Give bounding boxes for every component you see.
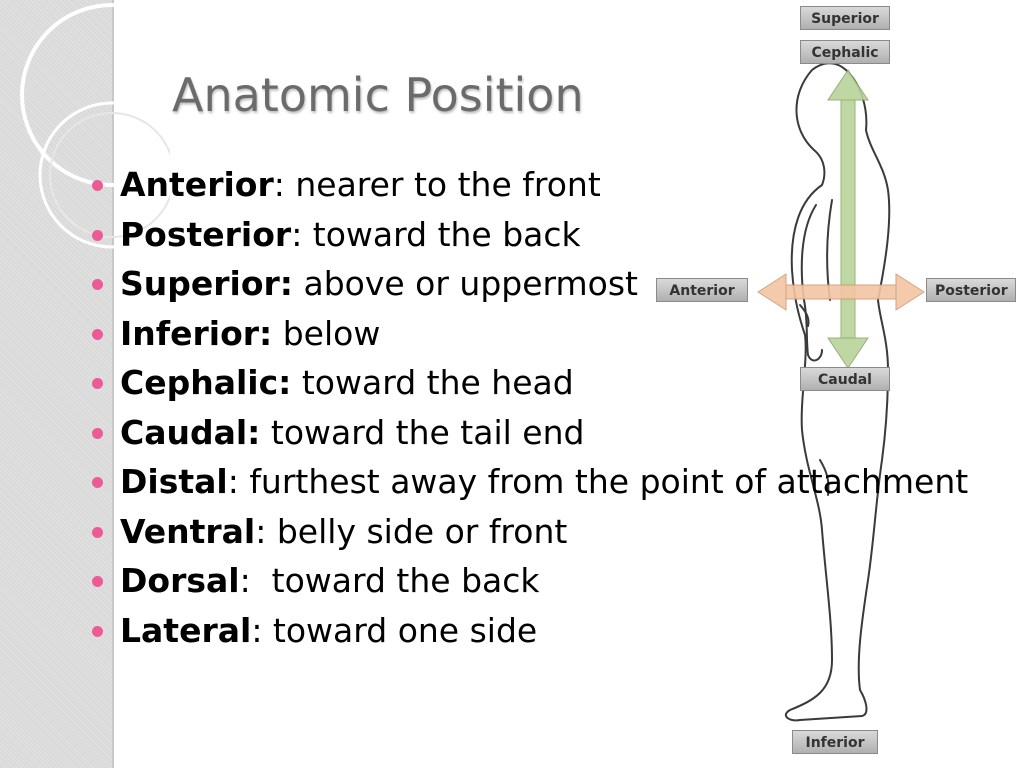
cephalic-label: Cephalic xyxy=(800,40,890,64)
slide-title: Anatomic Position xyxy=(172,68,584,122)
decorative-circles xyxy=(20,3,170,249)
bullet-dot-icon xyxy=(92,625,103,637)
bullet-dot-icon xyxy=(92,427,103,439)
definition-list: Anterior: nearer to the front Posterior:… xyxy=(92,160,968,655)
bullet-separator: : xyxy=(291,214,303,254)
bullet-separator: : xyxy=(239,561,251,600)
bullet-term: Inferior: xyxy=(120,313,273,353)
bullet-definition: toward the tail end xyxy=(260,412,585,452)
bullet-term: Caudal: xyxy=(120,412,261,452)
bullet-term: Anterior xyxy=(120,165,274,204)
anterior-label: Anterior xyxy=(656,278,748,302)
bullet-item-superior: Superior: above or uppermost xyxy=(92,259,968,309)
body-outline-figure xyxy=(757,62,925,722)
bullet-item-dorsal: Dorsal: toward the back xyxy=(92,556,968,606)
bullet-item-lateral: Lateral: toward one side xyxy=(92,606,968,656)
bullet-separator: : xyxy=(255,511,267,551)
bullet-definition: furthest away from the point of attachme… xyxy=(238,462,969,501)
bullet-dot-icon xyxy=(92,576,103,587)
bullet-item-distal: Distal: furthest away from the point of … xyxy=(92,457,968,507)
bullet-definition: belly side or front xyxy=(266,511,568,551)
bullet-definition: nearer to the front xyxy=(284,165,601,204)
bullet-item-posterior: Posterior: toward the back xyxy=(92,210,968,260)
bullet-term: Posterior xyxy=(120,214,292,254)
posterior-label: Posterior xyxy=(926,278,1016,302)
bullet-dot-icon xyxy=(92,328,103,340)
bullet-separator: : xyxy=(227,462,239,501)
bullet-separator: : xyxy=(251,610,263,650)
bullet-item-anterior: Anterior: nearer to the front xyxy=(92,160,968,210)
bullet-definition: above or uppermost xyxy=(293,264,638,303)
bullet-term: Distal xyxy=(120,462,228,501)
bullet-definition: toward the back xyxy=(302,214,581,254)
bullet-term: Dorsal xyxy=(120,561,240,600)
bullet-dot-icon xyxy=(92,378,103,389)
bullet-term: Lateral xyxy=(120,610,252,650)
bullet-definition: below xyxy=(272,313,381,353)
bullet-separator: : xyxy=(273,165,285,204)
bullet-item-caudal: Caudal: toward the tail end xyxy=(92,408,968,458)
caudal-label: Caudal xyxy=(800,367,890,391)
bullet-item-ventral: Ventral: belly side or front xyxy=(92,507,968,557)
bullet-dot-icon xyxy=(92,180,103,191)
bullet-definition: toward the head xyxy=(291,363,574,402)
bullet-item-cephalic: Cephalic: toward the head xyxy=(92,358,968,408)
bullet-definition: toward the back xyxy=(250,561,540,600)
superior-label: Superior xyxy=(800,6,890,30)
bullet-dot-icon xyxy=(92,526,103,538)
inferior-label: Inferior xyxy=(792,730,878,754)
bullet-term: Ventral xyxy=(120,511,256,551)
bullet-dot-icon xyxy=(92,477,103,488)
bullet-dot-icon xyxy=(92,229,103,241)
bullet-dot-icon xyxy=(92,279,103,290)
bullet-definition: toward one side xyxy=(262,610,538,650)
bullet-item-inferior: Inferior: below xyxy=(92,309,968,359)
bullet-term: Superior: xyxy=(120,264,293,303)
bullet-term: Cephalic: xyxy=(120,363,292,402)
